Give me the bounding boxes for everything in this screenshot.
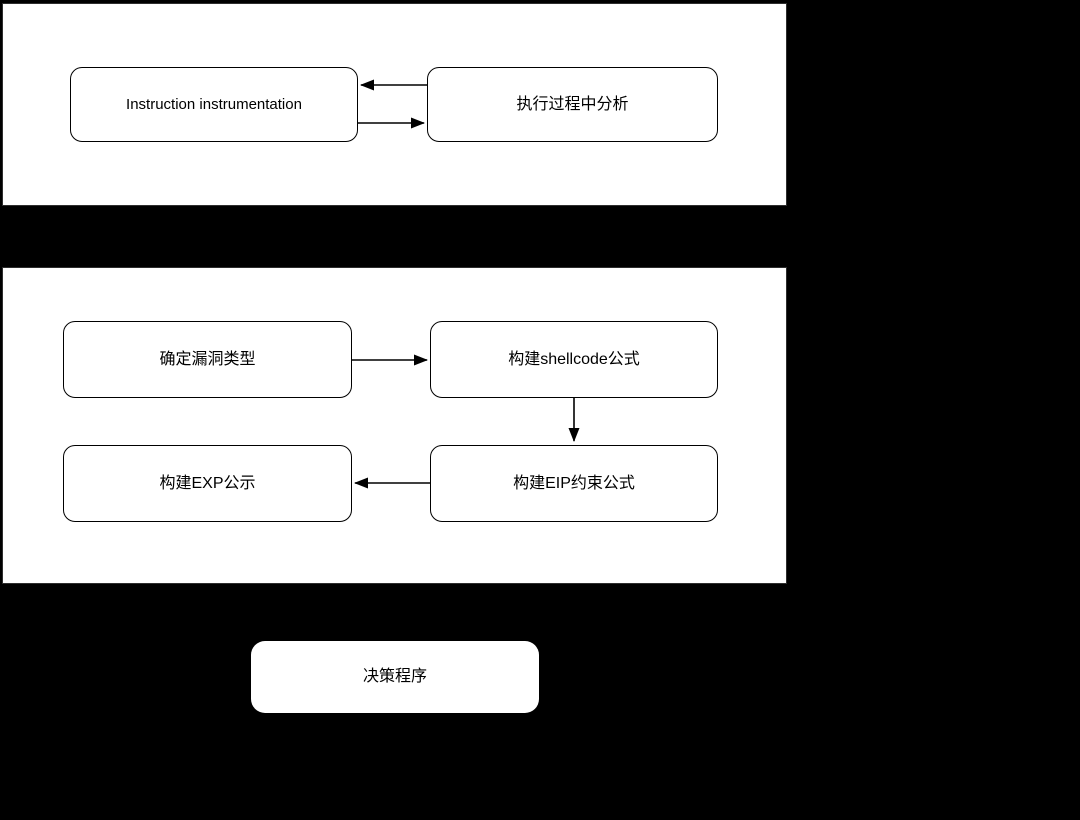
node-build-eip-constraint-formula: 构建EIP约束公式: [430, 445, 718, 522]
node-label: Instruction instrumentation: [126, 95, 302, 113]
node-determine-vuln-type: 确定漏洞类型: [63, 321, 352, 398]
node-label: 决策程序: [362, 668, 427, 686]
node-label: 执行过程中分析: [516, 95, 629, 113]
node-label: 构建EIP约束公式: [513, 474, 635, 492]
node-label: 构建EXP公示: [159, 474, 256, 492]
node-label: 确定漏洞类型: [159, 350, 256, 368]
node-instruction-instrumentation: Instruction instrumentation: [70, 67, 358, 142]
middle-panel: [2, 267, 787, 584]
node-execution-analysis: 执行过程中分析: [427, 67, 718, 142]
node-label: 构建shellcode公式: [508, 350, 640, 368]
node-build-shellcode-formula: 构建shellcode公式: [430, 321, 718, 398]
node-decision-program: 决策程序: [251, 641, 539, 713]
node-build-exp-formula: 构建EXP公示: [63, 445, 352, 522]
